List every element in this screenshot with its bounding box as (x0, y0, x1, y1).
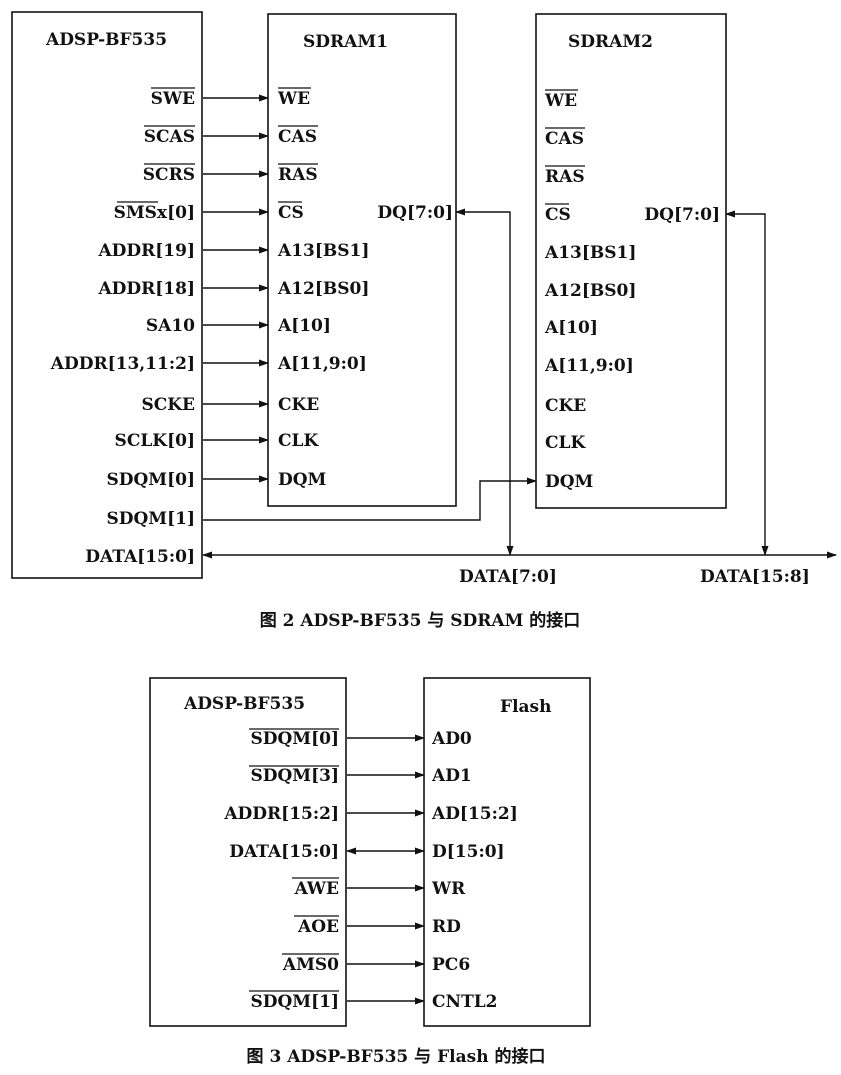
sdram1-pin-labels: WE CAS RAS CS A13[BS1] A12[BS0] A[10] A[… (277, 89, 453, 490)
sdram2-pin-a11-9-0: A[11,9:0] (544, 356, 634, 376)
sdram2-pin-cas: CAS (545, 129, 584, 149)
pin-sdqm0-fig3: SDQM[0] (250, 729, 339, 749)
wires-dsp-to-sdram1 (203, 94, 269, 483)
sdram1-pin-a11-9-0: A[11,9:0] (277, 354, 367, 374)
pin-scas: SCAS (144, 127, 195, 147)
sdram2-pin-clk: CLK (545, 433, 586, 453)
sdram1-title: SDRAM1 (303, 32, 388, 52)
sdram1-pin-ras: RAS (278, 165, 318, 185)
flash-title: Flash (500, 697, 551, 717)
figure-2: ADSP-BF535 SDRAM1 SDRAM2 SWE SCAS SCRS S… (11, 11, 837, 631)
flash-pin-ad15-2: AD[15:2] (431, 804, 518, 824)
pin-sa10: SA10 (146, 316, 195, 336)
bus-label-data15-8: DATA[15:8] (700, 567, 810, 587)
pin-addr18: ADDR[18] (97, 279, 195, 299)
sdram2-pin-a13: A13[BS1] (544, 243, 636, 263)
pin-scrs: SCRS (143, 165, 195, 185)
sdram2-pin-cs: CS (545, 205, 571, 225)
sdram2-pin-dqm: DQM (545, 472, 594, 492)
wire-sdqm1-to-sdram2 (203, 477, 537, 521)
sdram1-pin-we: WE (277, 89, 310, 109)
pin-ams0-fig3: AMS0 (282, 955, 339, 975)
flash-pin-cntl2: CNTL2 (432, 992, 498, 1012)
dsp-title-fig3: ADSP-BF535 (183, 694, 305, 714)
pin-sdqm1: SDQM[1] (106, 509, 195, 529)
dsp-overbars-fig2 (117, 87, 195, 203)
sdram2-pin-cke: CKE (545, 396, 586, 416)
pin-addr13-11-2: ADDR[13,11:2] (50, 354, 195, 374)
sdram1-pin-dq: DQ[7:0] (377, 203, 453, 223)
figure-3: ADSP-BF535 Flash SDQM[0] SDQM[3] ADDR[15… (149, 677, 591, 1067)
sdram2-pin-dq: DQ[7:0] (644, 205, 720, 225)
pin-scke: SCKE (141, 395, 195, 415)
pin-smsx0: SMSx[0] (114, 203, 195, 223)
sdram2-overbars (545, 89, 585, 205)
pin-data15-0: DATA[15:0] (85, 547, 195, 567)
flash-pin-wr: WR (431, 879, 466, 899)
flash-pin-pc6: PC6 (432, 955, 470, 975)
flash-pin-ad0: AD0 (431, 729, 472, 749)
pin-addr19: ADDR[19] (97, 241, 195, 261)
sdram1-pin-a13: A13[BS1] (277, 241, 369, 261)
sdram2-pin-ras: RAS (545, 167, 585, 187)
flash-pin-labels: AD0 AD1 AD[15:2] D[15:0] WR RD PC6 CNTL2 (431, 729, 518, 1012)
sdram1-pin-a12: A12[BS0] (277, 279, 369, 299)
dq-link-sdram1 (455, 208, 514, 556)
pin-data15-0-fig3: DATA[15:0] (229, 842, 339, 862)
sdram1-pin-cas: CAS (278, 127, 317, 147)
flash-pin-rd: RD (432, 917, 461, 937)
dsp-title-fig2: ADSP-BF535 (45, 30, 167, 50)
dsp-pin-labels-fig3: SDQM[0] SDQM[3] ADDR[15:2] DATA[15:0] AW… (223, 729, 339, 1012)
sdram2-pin-labels: WE CAS RAS CS A13[BS1] A12[BS0] A[10] A[… (544, 91, 720, 492)
sdram2-pin-we: WE (544, 91, 577, 111)
sdram2-pin-a12: A12[BS0] (544, 281, 636, 301)
wires-dsp-to-flash (346, 734, 425, 1005)
sdram2-title: SDRAM2 (568, 32, 653, 52)
sdram1-pin-dqm: DQM (278, 470, 327, 490)
figure-2-caption: 图 2 ADSP-BF535 与 SDRAM 的接口 (260, 610, 581, 631)
flash-pin-d15-0: D[15:0] (432, 842, 505, 862)
dsp-block-fig2 (11, 11, 203, 579)
sdram1-pin-clk: CLK (278, 431, 319, 451)
pin-sdqm1-fig3: SDQM[1] (250, 992, 339, 1012)
flash-pin-ad1: AD1 (431, 766, 472, 786)
pin-aoe-fig3: AOE (297, 917, 339, 937)
sdram1-pin-cs: CS (278, 203, 304, 223)
pin-swe: SWE (151, 89, 195, 109)
dsp-overbars-fig3 (249, 728, 339, 992)
dsp-pin-labels-fig2: SWE SCAS SCRS SMSx[0] ADDR[19] ADDR[18] … (50, 89, 195, 567)
bus-label-data7-0: DATA[7:0] (459, 567, 557, 587)
pin-sdqm0: SDQM[0] (106, 470, 195, 490)
sdram1-overbars (278, 87, 318, 203)
pin-addr15-2-fig3: ADDR[15:2] (223, 804, 339, 824)
sdram2-pin-a10: A[10] (544, 318, 598, 338)
pin-sclk0: SCLK[0] (115, 431, 195, 451)
sdram1-pin-cke: CKE (278, 395, 319, 415)
dq-link-sdram2 (725, 210, 769, 556)
pin-awe-fig3: AWE (294, 879, 339, 899)
pin-sdqm3-fig3: SDQM[3] (250, 766, 339, 786)
sdram1-pin-a10: A[10] (277, 316, 331, 336)
figure-3-caption: 图 3 ADSP-BF535 与 Flash 的接口 (247, 1046, 546, 1067)
